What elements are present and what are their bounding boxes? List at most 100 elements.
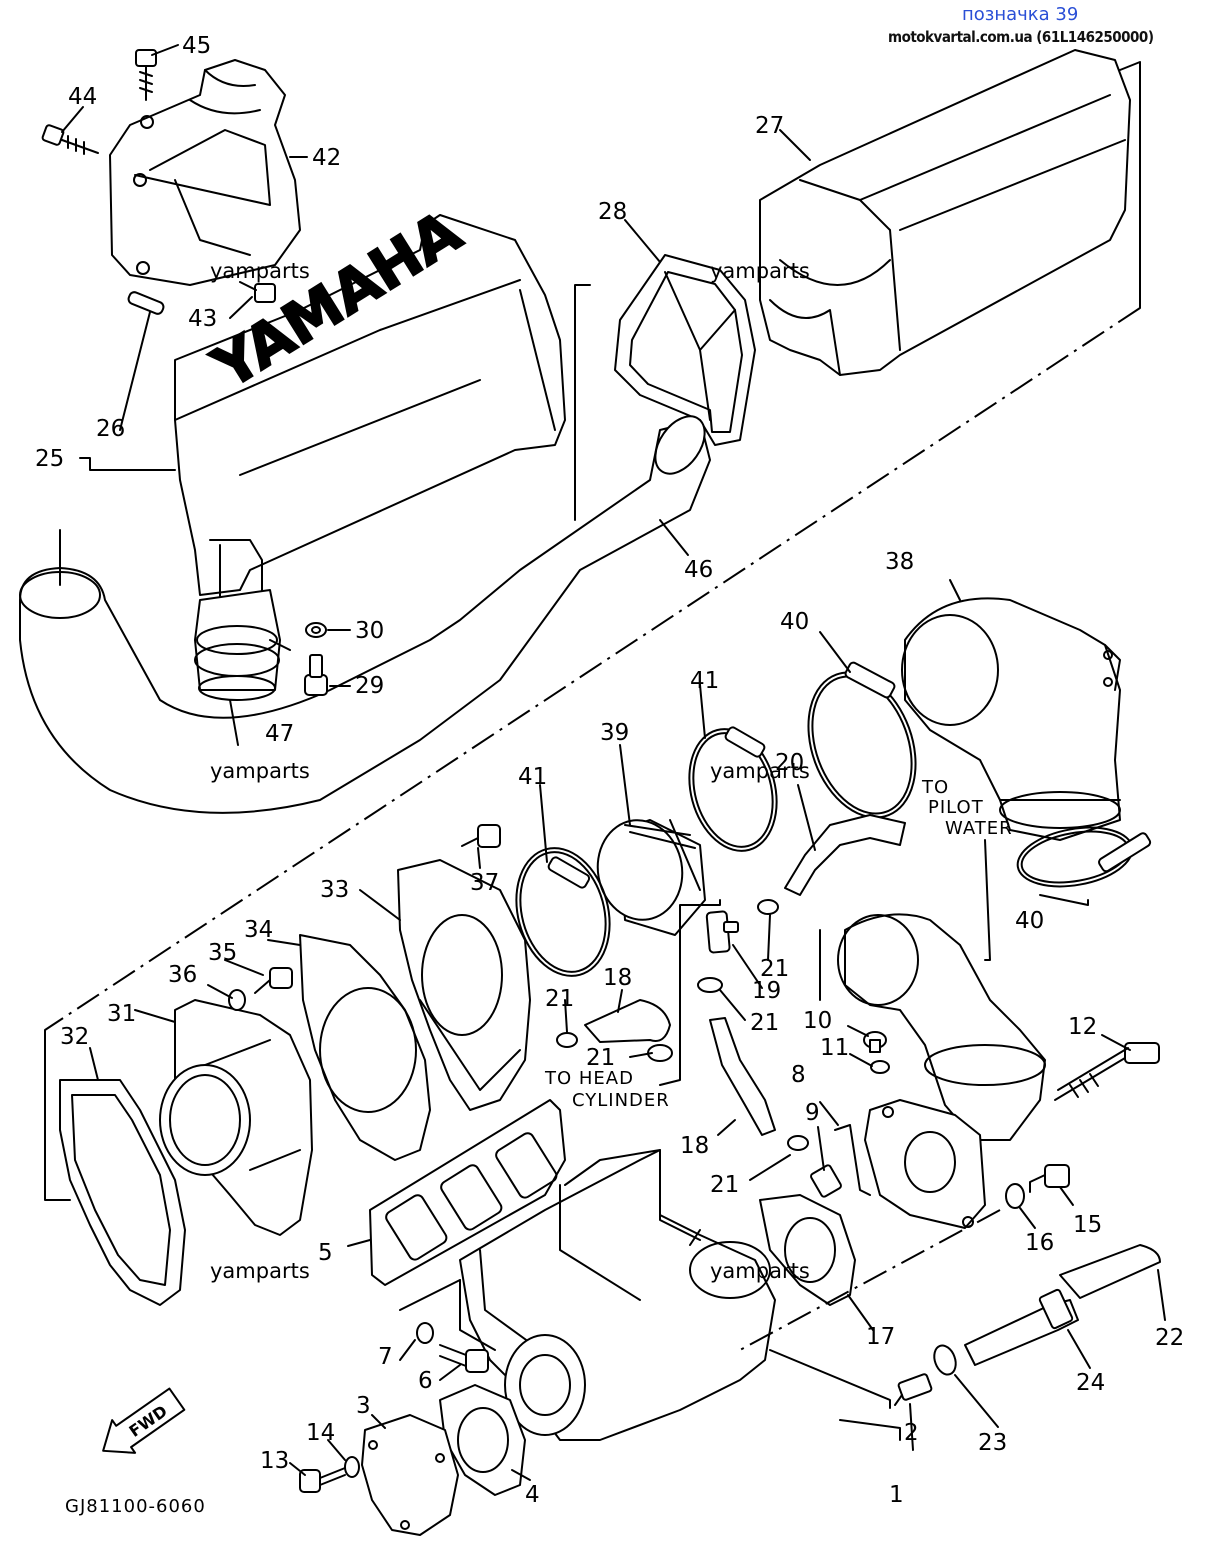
union-24 bbox=[964, 1288, 1079, 1366]
bolt-15 bbox=[1029, 1164, 1070, 1193]
part-label-42: 42 bbox=[312, 145, 341, 171]
part-label-36: 36 bbox=[168, 962, 197, 988]
watermark-text: yamparts bbox=[710, 259, 810, 283]
fitting-19 bbox=[705, 910, 739, 954]
note-to-pilot-water-line3: WATER bbox=[945, 818, 1013, 839]
washer-11 bbox=[870, 1060, 890, 1074]
part-label-15: 15 bbox=[1073, 1212, 1102, 1238]
gasket-33 bbox=[397, 859, 531, 1111]
gasket-32 bbox=[59, 1079, 186, 1306]
part-label-35: 35 bbox=[208, 940, 237, 966]
source-reference: motokvartal.com.ua (61L146250000) bbox=[888, 28, 1154, 46]
watermark-text: yamparts bbox=[210, 259, 310, 283]
bolt-37 bbox=[461, 824, 501, 848]
part-label-32: 32 bbox=[60, 1024, 89, 1050]
fitting-29 bbox=[304, 654, 328, 696]
part-label-11: 11 bbox=[820, 1035, 849, 1061]
part-label-39: 39 bbox=[600, 720, 629, 746]
part-label-13: 13 bbox=[260, 1448, 289, 1474]
bolt-10 bbox=[863, 1031, 887, 1053]
part-label-6: 6 bbox=[418, 1368, 433, 1394]
part-label-31: 31 bbox=[107, 1001, 136, 1027]
fitting-2 bbox=[894, 1373, 933, 1406]
part-label-30: 30 bbox=[355, 618, 384, 644]
bolt-6 bbox=[439, 1344, 489, 1373]
part-label-41-left: 41 bbox=[518, 764, 547, 790]
pipe-31 bbox=[159, 999, 313, 1236]
part-label-26: 26 bbox=[96, 416, 125, 442]
lower-boundary-lines bbox=[659, 839, 1001, 1441]
part-label-1: 1 bbox=[889, 1482, 904, 1508]
part-label-40-lower: 40 bbox=[1015, 908, 1044, 934]
part-label-2: 2 bbox=[904, 1420, 919, 1446]
page-title: позначка 39 bbox=[962, 4, 1079, 25]
part-label-9: 9 bbox=[805, 1100, 820, 1126]
washer-36 bbox=[228, 989, 246, 1011]
clip-23 bbox=[933, 1344, 957, 1376]
part-label-46: 46 bbox=[684, 557, 713, 583]
notes: TO PILOT WATER TO HEAD CYLINDER GJ81100-… bbox=[65, 777, 1013, 1517]
part-label-19: 19 bbox=[752, 978, 781, 1004]
part-label-23: 23 bbox=[978, 1430, 1007, 1456]
watermark-text: yamparts bbox=[210, 1259, 310, 1283]
bracket-42 bbox=[109, 59, 301, 286]
part-label-27: 27 bbox=[755, 113, 784, 139]
part-label-20: 20 bbox=[775, 750, 804, 776]
part-label-40-upper: 40 bbox=[780, 609, 809, 635]
elbow-outlet bbox=[819, 913, 1046, 1141]
pipe-22 bbox=[1059, 1244, 1161, 1299]
part-number-labels: 45 44 42 43 26 25 27 28 46 38 40 41 39 4… bbox=[35, 33, 1184, 1508]
part-label-25: 25 bbox=[35, 446, 64, 472]
hose-47 bbox=[194, 589, 291, 746]
watermark-text: yamparts bbox=[710, 1259, 810, 1283]
box-27 bbox=[759, 49, 1131, 376]
note-to-pilot-water-line2: PILOT bbox=[928, 797, 984, 818]
part-label-24: 24 bbox=[1076, 1370, 1105, 1396]
part-label-4: 4 bbox=[525, 1482, 540, 1508]
part-label-10: 10 bbox=[803, 1008, 832, 1034]
part-label-28: 28 bbox=[598, 199, 627, 225]
gasket-17 bbox=[759, 1194, 856, 1306]
hose-18-upper bbox=[584, 999, 671, 1043]
gasket-28 bbox=[614, 254, 756, 446]
clamp-40-lower bbox=[1016, 826, 1152, 906]
part-label-5: 5 bbox=[318, 1240, 333, 1266]
part-label-21-c: 21 bbox=[545, 986, 574, 1012]
part-label-44: 44 bbox=[68, 84, 97, 110]
gasket-34 bbox=[299, 934, 431, 1161]
bolt-26 bbox=[127, 291, 165, 315]
part-label-41-right: 41 bbox=[690, 668, 719, 694]
part-label-21-a: 21 bbox=[760, 956, 789, 982]
coupler-39 bbox=[596, 819, 706, 936]
part-label-33: 33 bbox=[320, 877, 349, 903]
watermark-text: yamparts bbox=[710, 759, 810, 783]
part-label-17: 17 bbox=[866, 1324, 895, 1350]
part-label-21-d: 21 bbox=[586, 1045, 615, 1071]
watermark-text: yamparts bbox=[210, 759, 310, 783]
part-label-12: 12 bbox=[1068, 1014, 1097, 1040]
part-label-18-upper: 18 bbox=[603, 965, 632, 991]
note-to-head-line2: CYLINDER bbox=[572, 1090, 670, 1111]
part-label-22: 22 bbox=[1155, 1325, 1184, 1351]
assembly-boundary-lines bbox=[44, 61, 1141, 1201]
clamp-40-upper bbox=[807, 661, 917, 819]
elbow-38 bbox=[901, 597, 1121, 841]
part-label-38: 38 bbox=[885, 549, 914, 575]
fitting-9 bbox=[810, 1164, 842, 1198]
bolt-43 bbox=[239, 281, 276, 303]
part-label-7: 7 bbox=[378, 1344, 393, 1370]
washer-7 bbox=[416, 1322, 434, 1344]
bolt-44 bbox=[41, 124, 99, 155]
drawing-code: GJ81100-6060 bbox=[65, 1496, 206, 1517]
part-label-43: 43 bbox=[188, 306, 217, 332]
bolt-12 bbox=[1054, 1042, 1160, 1101]
part-label-21-e: 21 bbox=[710, 1172, 739, 1198]
leader-lines bbox=[61, 44, 1166, 1481]
exhaust-body-1 bbox=[399, 1149, 776, 1441]
part-label-18-lower: 18 bbox=[680, 1133, 709, 1159]
part-label-8: 8 bbox=[791, 1062, 806, 1088]
washer-14 bbox=[344, 1456, 360, 1478]
part-label-16: 16 bbox=[1025, 1230, 1054, 1256]
washer-16 bbox=[1005, 1183, 1025, 1209]
